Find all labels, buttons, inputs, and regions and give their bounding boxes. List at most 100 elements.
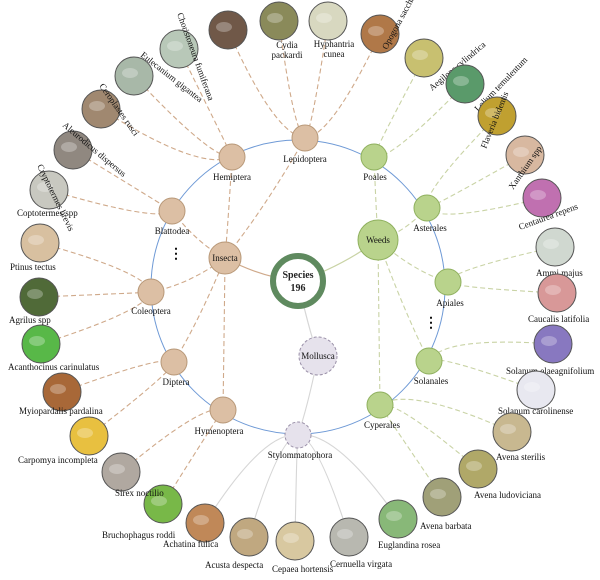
order-circle <box>218 143 246 171</box>
species-label: Solanum elaeagnifolium <box>506 366 594 376</box>
species-photo-highlight <box>29 336 45 346</box>
species-label-line: cunea <box>324 49 345 59</box>
species-photo-highlight <box>337 529 353 539</box>
ellipsis-mark: ⋮ <box>424 316 438 331</box>
species-node: Achatina fulica <box>163 503 225 549</box>
species-label-line: Cernuella virgata <box>330 559 392 569</box>
species-photo <box>208 10 248 50</box>
species-photo-highlight <box>466 461 482 471</box>
class-node-mollusca: Mollusca <box>298 336 338 376</box>
species-photo-highlight <box>267 13 283 23</box>
species-label: Avena sterilis <box>496 452 546 462</box>
species-label: Achatina fulica <box>163 539 218 549</box>
order-node-lepidoptera: Lepidoptera <box>283 124 327 164</box>
species-label: Ptinus tectus <box>10 262 56 272</box>
species-label: Carpomya incompleta <box>18 455 98 465</box>
watermark: 知乎 @王云鹤 <box>511 552 600 570</box>
order-node-hemiptera: Hemiptera <box>213 143 251 182</box>
species-label: Solanum carolinense <box>498 406 573 416</box>
species-label-line: Acusta despecta <box>205 560 263 570</box>
order-node-poales: Poales <box>360 143 388 182</box>
species-photo <box>53 130 93 170</box>
species-photo-highlight <box>283 533 299 543</box>
species-photo <box>445 64 485 104</box>
ellipsis-mark: ⋮ <box>169 247 183 262</box>
species-label-line: Coptotermes spp <box>17 208 78 218</box>
order-node-coleoptera: Coleoptera <box>131 278 171 316</box>
species-photo <box>404 38 444 78</box>
species-photo-highlight <box>109 464 125 474</box>
species-label: Avena barbata <box>420 521 472 531</box>
order-node-hymenoptera: Hymenoptera <box>195 396 243 436</box>
species-node: Solanum carolinense <box>498 370 573 416</box>
order-node-apiales: Apiales <box>434 268 464 308</box>
species-photo <box>185 503 225 543</box>
order-circle <box>291 124 319 152</box>
species-node: Caucalis latifolia <box>528 273 589 324</box>
species-label-line: Ammi majus <box>536 268 583 278</box>
species-node: Euglandina rosea <box>378 499 440 550</box>
species-photo-highlight <box>167 41 183 51</box>
order-circle <box>284 421 312 449</box>
order-circle <box>137 278 165 306</box>
species-label-line: Solanum carolinense <box>498 406 573 416</box>
species-photo-highlight <box>122 68 138 78</box>
ellipsis-marks: ⋮⋮ <box>169 247 438 331</box>
species-node: Cepaea hortensis <box>272 521 334 574</box>
species-node: Cernuella virgata <box>329 517 392 569</box>
species-photo-highlight <box>500 424 516 434</box>
connector-order-class <box>377 239 381 406</box>
species-label-line: Sirex noctilio <box>115 488 164 498</box>
species-node: Centaurea repens <box>517 178 580 232</box>
species-photo-highlight <box>89 101 105 111</box>
order-label: Cyperales <box>364 420 400 430</box>
class-node-insecta: Insecta <box>208 241 242 275</box>
species-photo <box>101 452 141 492</box>
species-label-line: Bruchophagus roddi <box>102 530 176 540</box>
species-label-line: Euglandina rosea <box>378 540 440 550</box>
order-node-asterales: Asterales <box>413 194 447 233</box>
order-node-blattodea: Blattodea <box>155 197 189 236</box>
species-label-line: Myiopardalis pardalina <box>19 406 103 416</box>
species-photo-highlight <box>50 384 66 394</box>
class-circle <box>298 336 338 376</box>
order-node-diptera: Diptera <box>160 348 190 387</box>
species-label-line: Cepaea hortensis <box>272 564 334 574</box>
species-photo <box>19 277 59 317</box>
species-label: Bruchophagus roddi <box>102 530 176 540</box>
class-node-weeds: Weeds <box>357 219 399 261</box>
species-label-line: packardi <box>272 50 303 60</box>
species-photo-highlight <box>453 76 469 86</box>
species-label: Cernuella virgata <box>330 559 392 569</box>
species-node: Ammi majus <box>535 227 583 278</box>
species-photo-highlight <box>193 515 209 525</box>
species-photo <box>422 477 462 517</box>
species-label: Acanthocinus carinulatus <box>8 362 100 372</box>
species-photo <box>143 484 183 524</box>
species-photo <box>114 56 154 96</box>
species-node: Ptinus tectus <box>10 223 60 272</box>
species-photo-highlight <box>37 182 53 192</box>
order-label: Apiales <box>436 298 464 308</box>
species-label: Cepaea hortensis <box>272 564 334 574</box>
center-node: Species 196 <box>270 253 326 309</box>
species-photo <box>535 227 575 267</box>
order-label: Stylommatophora <box>268 450 333 460</box>
species-node: Xanthium spp <box>505 135 545 191</box>
species-label: Coptotermes spp <box>17 208 78 218</box>
order-nodes: Lepidoptera HemipteraBlattodeaColeopteraD… <box>131 124 464 460</box>
class-circle <box>357 219 399 261</box>
order-label: Poales <box>363 172 387 182</box>
species-label-line: Solanum elaeagnifolium <box>506 366 594 376</box>
species-photo <box>81 89 121 129</box>
class-circle <box>208 241 242 275</box>
order-circle <box>415 347 443 375</box>
species-node: Avena sterilis <box>492 412 546 462</box>
connector-species-order <box>88 361 175 437</box>
species-node: Acusta despecta <box>205 517 269 570</box>
